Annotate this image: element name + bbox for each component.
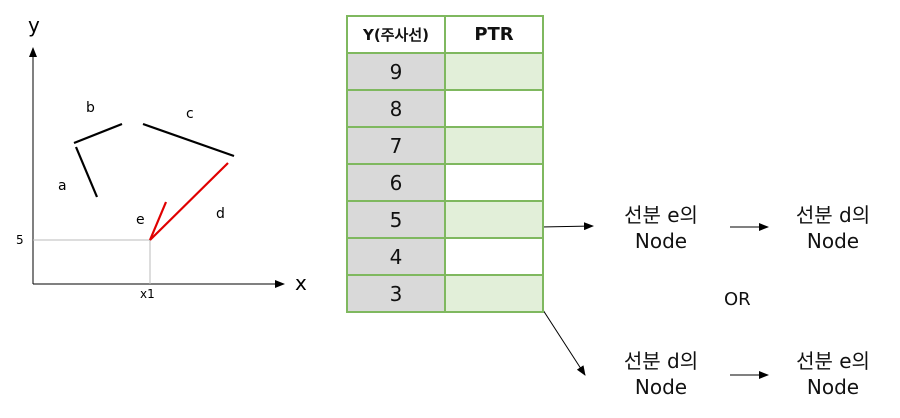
- segment-c: [142, 122, 235, 158]
- tick-label-y: 5: [16, 233, 24, 247]
- row-y-value: 7: [346, 126, 446, 165]
- scanline-table: Y(주사선) PTR 9 8 7 6 5 4 3: [346, 15, 544, 313]
- row-y-value: 6: [346, 163, 446, 202]
- y-axis-label: y: [28, 13, 40, 37]
- header-ptr: PTR: [444, 15, 544, 54]
- row-ptr-cell: [444, 52, 544, 91]
- segment-d: [149, 162, 229, 241]
- segment-b: [73, 122, 123, 145]
- row-ptr-cell: [444, 126, 544, 165]
- table-row: 8: [346, 89, 544, 128]
- segment-label-a: a: [58, 178, 67, 194]
- node-line: 선분 e의: [624, 203, 698, 227]
- bottom-first-node: 선분 d의 Node: [596, 348, 726, 400]
- node-line: Node: [634, 375, 688, 399]
- node-line: 선분 d의: [623, 349, 699, 373]
- row-y-value: 5: [346, 200, 446, 239]
- segment-label-c: c: [186, 106, 194, 122]
- header-y: Y(주사선): [346, 15, 446, 54]
- segment-a: [74, 146, 99, 198]
- row-ptr-cell: [444, 237, 544, 276]
- table-row: 9: [346, 52, 544, 91]
- table-row: 4: [346, 237, 544, 276]
- row-y-value: 4: [346, 237, 446, 276]
- table-row: 6: [346, 163, 544, 202]
- segment-label-b: b: [86, 100, 95, 116]
- table-row: 7: [346, 126, 544, 165]
- row-ptr-cell: [444, 89, 544, 128]
- row-ptr-cell: [444, 163, 544, 202]
- node-line: Node: [634, 229, 688, 253]
- bottom-second-node: 선분 e의 Node: [768, 348, 898, 400]
- node-line: 선분 d의: [795, 203, 871, 227]
- segment-e: [148, 201, 168, 241]
- row-ptr-cell: [444, 274, 544, 313]
- top-first-node: 선분 e의 Node: [596, 202, 726, 254]
- table-row: 5: [346, 200, 544, 239]
- top-second-node: 선분 d의 Node: [768, 202, 898, 254]
- table-row: 3: [346, 274, 544, 313]
- row-y-value: 3: [346, 274, 446, 313]
- x-axis-label: x: [295, 271, 307, 295]
- tick-label-x: x1: [140, 287, 155, 301]
- row-ptr-cell: [444, 200, 544, 239]
- table-header-row: Y(주사선) PTR: [346, 15, 544, 54]
- or-label: OR: [724, 289, 751, 310]
- row-y-value: 9: [346, 52, 446, 91]
- node-line: Node: [806, 229, 860, 253]
- segment-label-d: d: [216, 206, 225, 222]
- node-line: 선분 e의: [796, 349, 870, 373]
- node-line: Node: [806, 375, 860, 399]
- row-y-value: 8: [346, 89, 446, 128]
- segment-label-e: e: [136, 212, 145, 228]
